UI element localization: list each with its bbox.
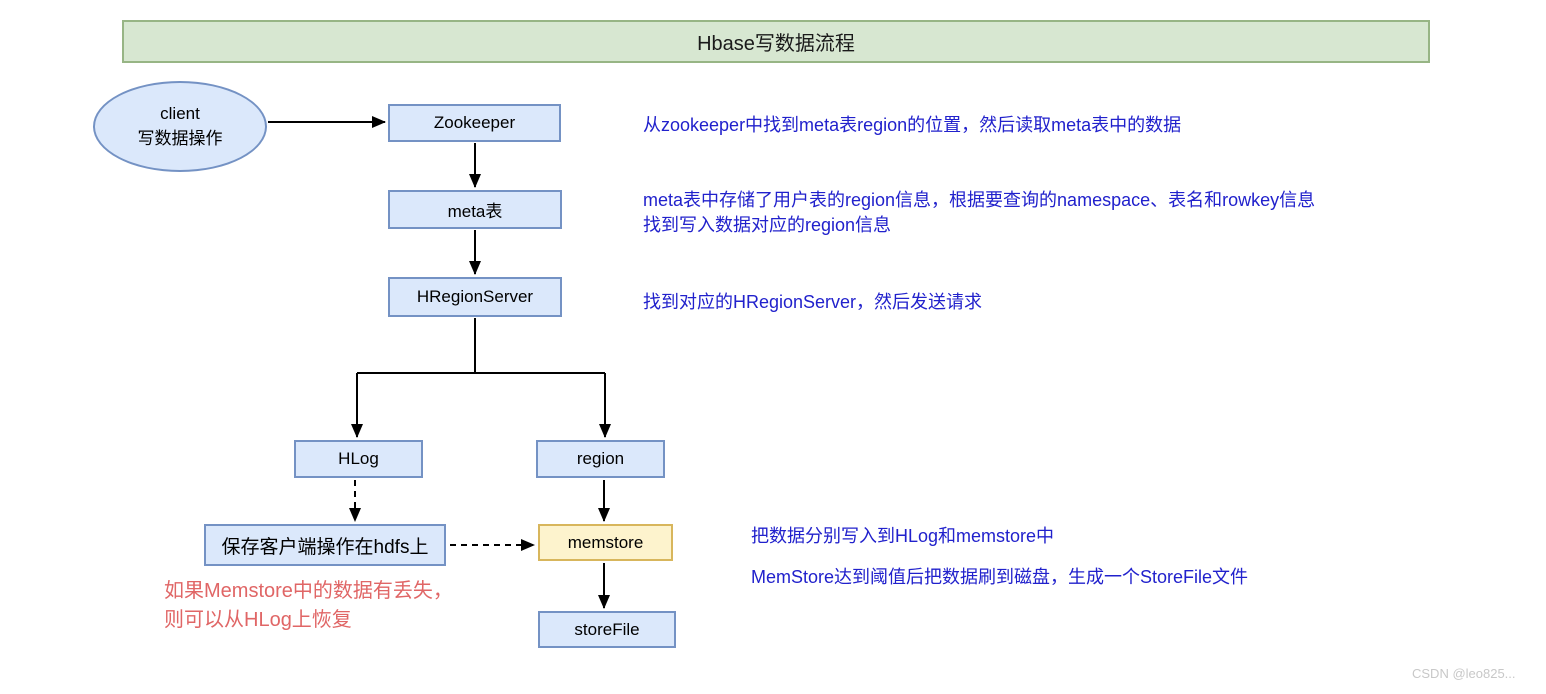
node-meta-table-label: meta表 — [447, 202, 503, 221]
annotation-meta-line1: meta表中存储了用户表的region信息，根据要查询的namespace、表名… — [643, 190, 1316, 210]
node-region-label: region — [576, 449, 625, 468]
annotation-recover-line1: 如果Memstore中的数据有丢失， — [164, 580, 453, 602]
diagram-title: Hbase写数据流程 — [122, 20, 1430, 63]
annotation-meta-line2: 找到写入数据对应的region信息 — [643, 215, 892, 235]
node-hlog: HLog — [294, 440, 423, 478]
csdn-watermark: CSDN @leo825... — [1412, 666, 1516, 681]
node-meta-table: meta表 — [388, 190, 562, 229]
node-hregionserver-label: HRegionServer — [416, 287, 534, 306]
node-storefile-label: storeFile — [574, 619, 640, 639]
annotation-hregionserver: 找到对应的HRegionServer，然后发送请求 — [643, 292, 983, 312]
branch-trunk — [357, 318, 605, 374]
node-hlog-label: HLog — [338, 449, 379, 468]
node-zookeeper: Zookeeper — [388, 104, 561, 142]
node-hdfs-save-label: 保存客户端操作在hdfs上 — [221, 536, 429, 558]
node-client-label-line2: 写数据操作 — [137, 128, 223, 148]
annotation-zookeeper: 从zookeeper中找到meta表region的位置，然后读取meta表中的数… — [643, 115, 1182, 135]
node-memstore-label: memstore — [567, 532, 644, 552]
node-zookeeper-label: Zookeeper — [433, 113, 516, 132]
node-client-label-line1: client — [160, 103, 200, 123]
diagram-title-label: Hbase写数据流程 — [697, 33, 855, 55]
annotation-flush: MemStore达到阈值后把数据刷到磁盘，生成一个StoreFile文件 — [751, 567, 1249, 587]
node-hregionserver: HRegionServer — [388, 277, 562, 317]
annotation-recover-line2: 则可以从HLog上恢复 — [164, 609, 352, 631]
annotation-write: 把数据分别写入到HLog和memstore中 — [751, 526, 1055, 546]
node-storefile: storeFile — [538, 611, 676, 648]
annotation-meta: meta表中存储了用户表的region信息，根据要查询的namespace、表名… — [643, 188, 1453, 238]
node-region: region — [536, 440, 665, 478]
node-hdfs-save: 保存客户端操作在hdfs上 — [204, 524, 446, 566]
node-memstore: memstore — [538, 524, 673, 561]
annotation-recover-warning: 如果Memstore中的数据有丢失， 则可以从HLog上恢复 — [164, 577, 453, 635]
node-client: client 写数据操作 — [93, 81, 267, 172]
